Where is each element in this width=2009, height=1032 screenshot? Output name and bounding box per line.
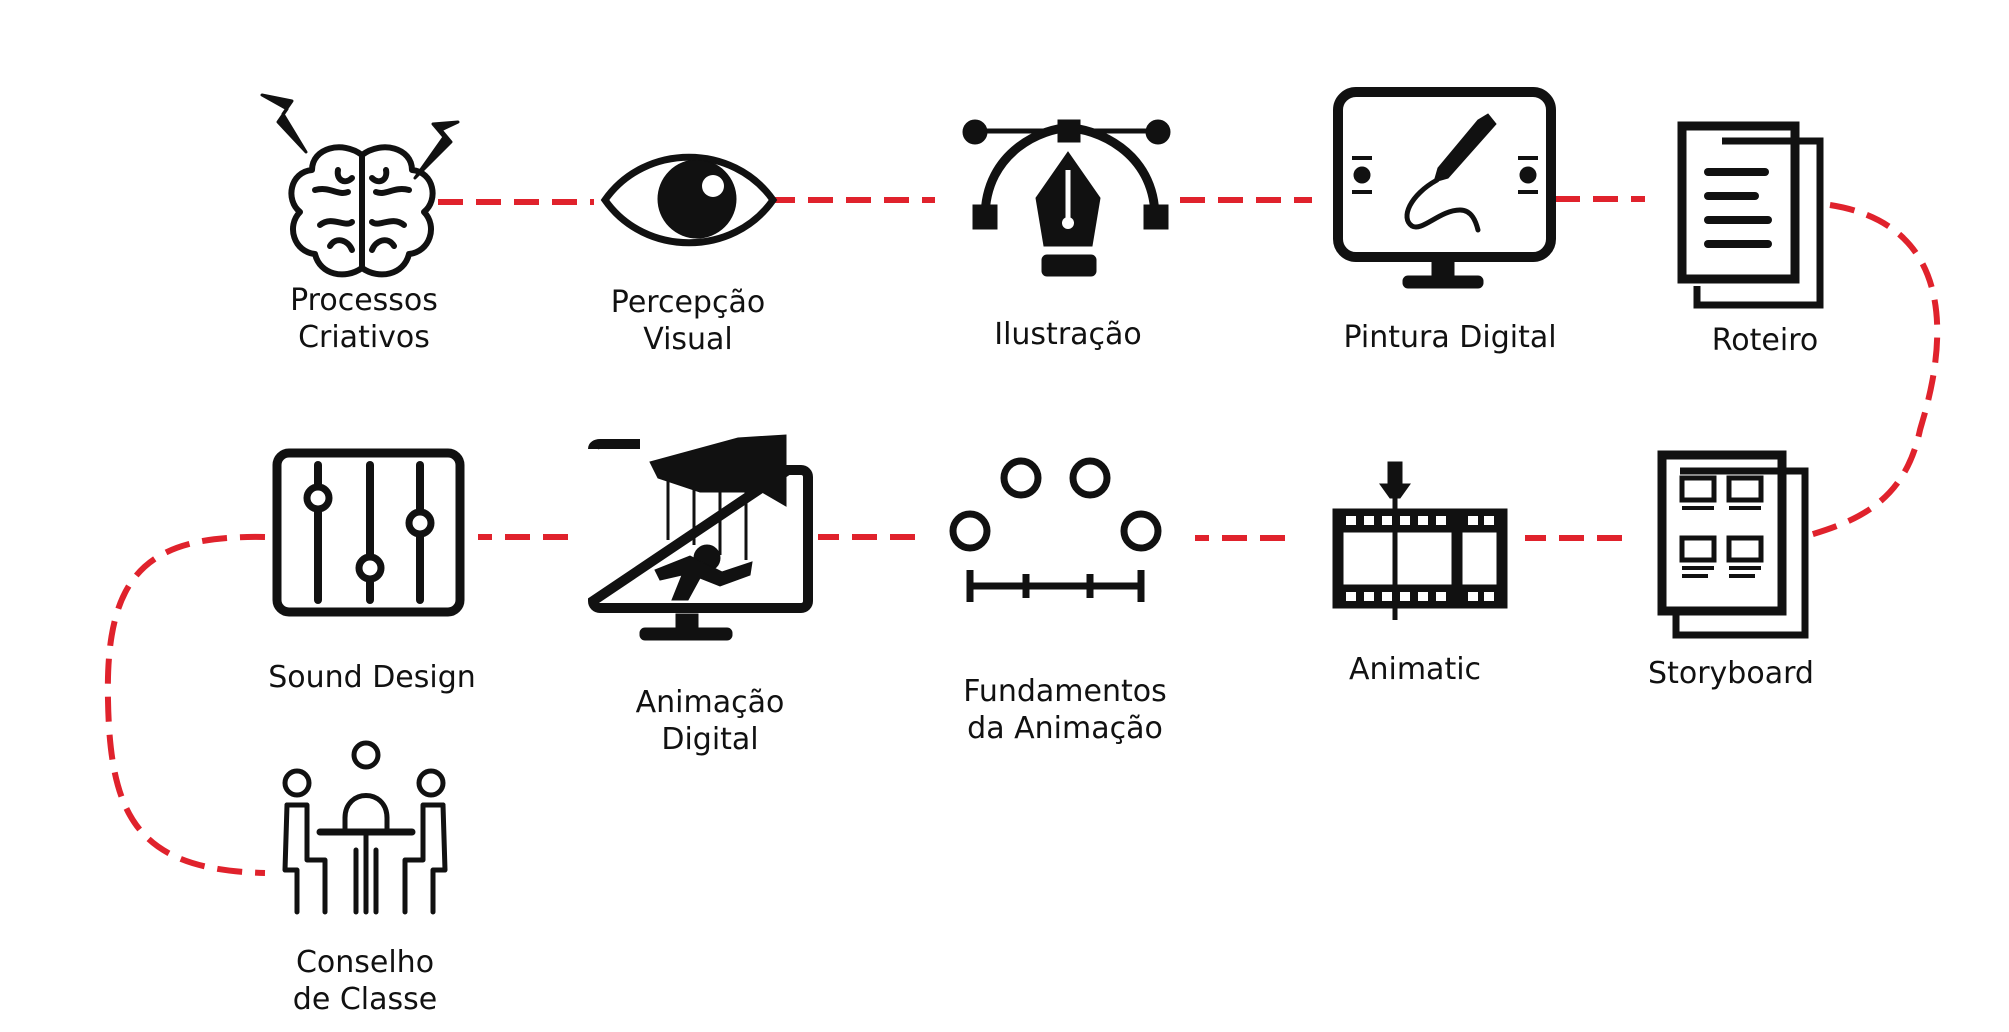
brain-icon — [260, 93, 460, 278]
storyboard-icon — [1657, 450, 1809, 639]
label-line: Animação — [635, 685, 785, 720]
label-line: Conselho — [295, 945, 435, 980]
label-line: Pintura Digital — [1343, 320, 1557, 355]
document-icon — [1677, 121, 1824, 309]
step-label-storyboard: Storyboard — [1648, 655, 1814, 692]
connector-10-11 — [104, 533, 266, 876]
meeting-table-icon — [282, 740, 448, 915]
label-line: Criativos — [298, 320, 430, 355]
label-line: Ilustração — [994, 317, 1142, 352]
label-line: Processos — [290, 283, 438, 318]
step-label-fundamentos-da-animacao: Fundamentos da Animação — [963, 673, 1167, 747]
animation-arc-icon — [949, 457, 1162, 602]
step-label-ilustracao: Ilustração — [994, 316, 1142, 353]
label-line: da Animação — [967, 711, 1163, 746]
step-label-animacao-digital: Animação Digital — [636, 684, 785, 758]
monitor-pen-icon — [1333, 87, 1556, 289]
step-label-roteiro: Roteiro — [1712, 322, 1818, 359]
step-label-processos-criativos: Processos Criativos — [290, 282, 438, 356]
mixer-sliders-icon — [272, 448, 465, 617]
connector-5-6 — [1809, 202, 1941, 538]
step-label-animatic: Animatic — [1349, 651, 1481, 688]
label-line: Percepção — [610, 285, 766, 320]
step-label-conselho-de-classe: Conselho de Classe — [293, 944, 437, 1018]
eye-icon — [600, 153, 778, 247]
label-line: Sound Design — [268, 660, 476, 695]
pen-tool-icon — [962, 119, 1171, 277]
label-line: Visual — [643, 322, 733, 357]
label-line: Storyboard — [1648, 656, 1814, 691]
label-line: Fundamentos — [963, 674, 1167, 709]
label-line: Digital — [661, 722, 759, 757]
label-line: Animatic — [1348, 652, 1482, 687]
puppet-monitor-icon — [587, 434, 813, 641]
step-label-percepcao-visual: Percepção Visual — [611, 284, 765, 358]
label-line: de Classe — [292, 982, 438, 1017]
film-strip-icon — [1332, 461, 1508, 620]
connector-path — [104, 196, 1941, 876]
step-label-pintura-digital: Pintura Digital — [1343, 319, 1556, 356]
step-label-sound-design: Sound Design — [268, 659, 476, 696]
label-line: Roteiro — [1711, 323, 1819, 358]
